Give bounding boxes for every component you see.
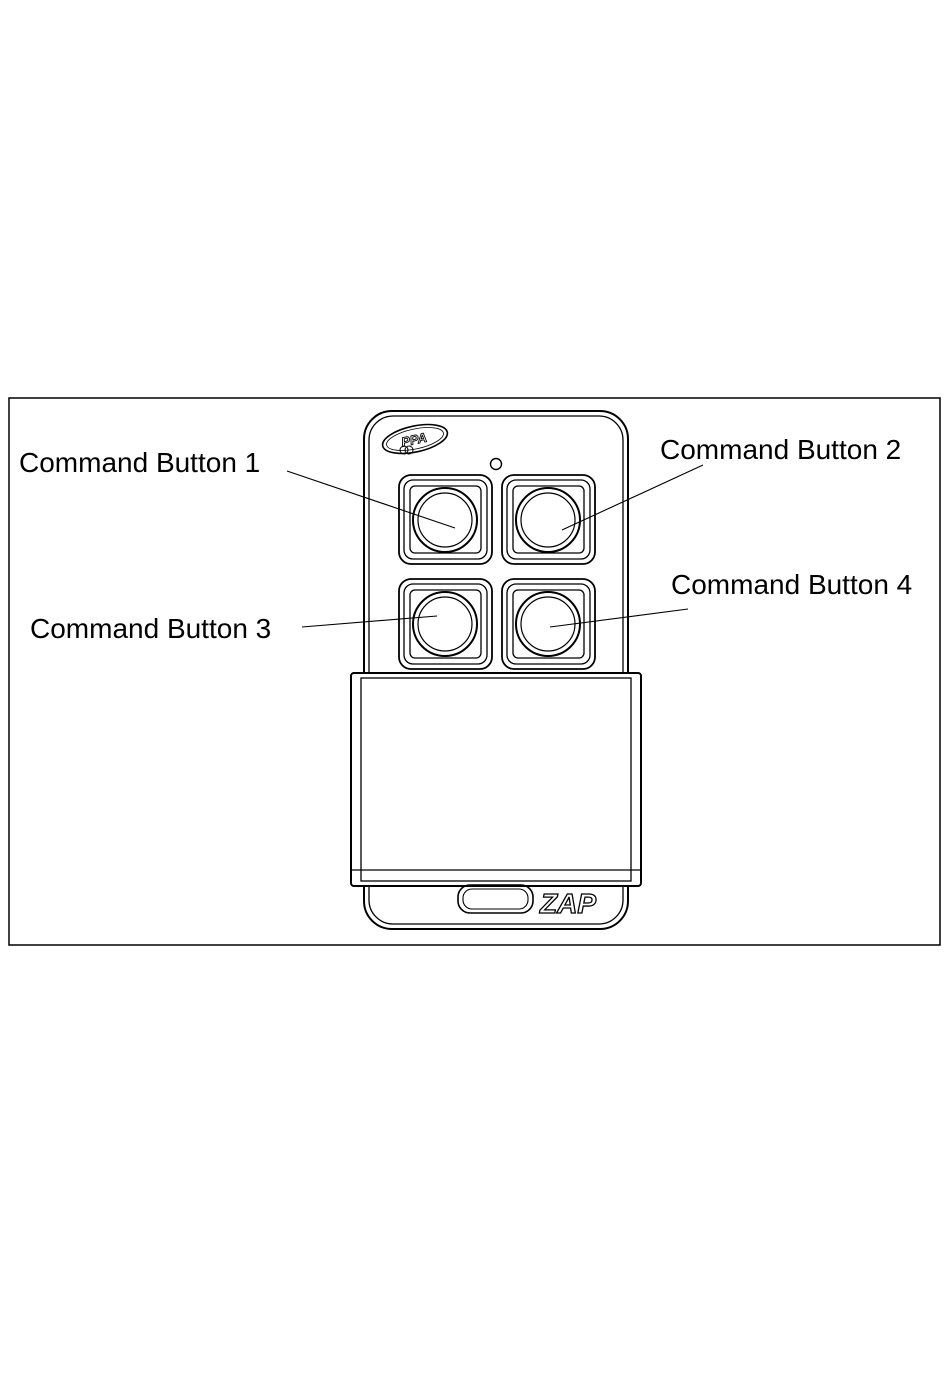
ppa-logo-icon: PPA bbox=[380, 419, 450, 458]
led-indicator-icon bbox=[491, 459, 502, 470]
command-button-3[interactable] bbox=[399, 579, 492, 669]
remote-cover-sleeve bbox=[351, 673, 641, 886]
callout-label-button-3: Command Button 3 bbox=[30, 613, 271, 644]
command-button-4[interactable] bbox=[502, 579, 595, 669]
bottom-slot bbox=[458, 885, 533, 913]
callout-leader-lines bbox=[287, 465, 703, 627]
callout-label-button-1: Command Button 1 bbox=[19, 447, 260, 478]
callout-label-button-4: Command Button 4 bbox=[671, 569, 912, 600]
command-button-1[interactable] bbox=[399, 475, 492, 564]
callout-label-button-2: Command Button 2 bbox=[660, 434, 901, 465]
model-brand-text: ZAP bbox=[539, 888, 596, 919]
command-button-2[interactable] bbox=[502, 475, 595, 564]
